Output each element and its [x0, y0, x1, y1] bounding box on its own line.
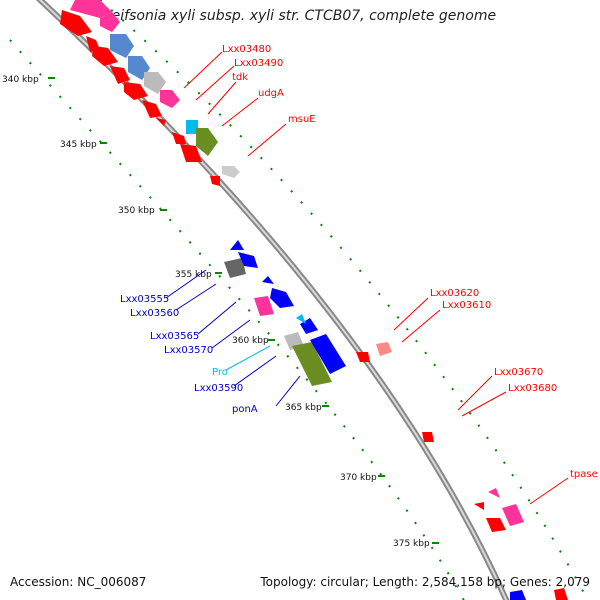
gene-feature: [172, 132, 186, 144]
gene-feature: [180, 144, 202, 162]
gene-label: Lxx03480: [222, 44, 271, 55]
gene-feature: [124, 82, 148, 100]
gene-feature: [486, 518, 506, 532]
accession-text: Accession: NC_006087: [10, 575, 147, 589]
gene-feature: [144, 72, 166, 94]
map-title: Leifsonia xyli subsp. xyli str. CTCB07, …: [103, 8, 497, 24]
gene-label: Lxx03610: [442, 300, 491, 311]
gene-label: Lxx03490: [234, 58, 283, 69]
gene-labels-red: Lxx03480 Lxx03490 tdk udgA msuE Lxx03620…: [222, 44, 598, 480]
gene-feature: [422, 432, 434, 442]
gene-labels-cyan: Pro: [212, 367, 228, 378]
gene-feature: [502, 504, 524, 526]
gene-feature: [488, 488, 500, 498]
gene-feature: [262, 276, 274, 284]
gene-feature: [254, 296, 274, 316]
gene-feature: [222, 166, 240, 178]
gene-feature: [296, 314, 306, 324]
leader-lines: [165, 51, 569, 505]
gene-feature: [156, 118, 166, 126]
gene-feature: [356, 352, 370, 362]
gene-label: msuE: [288, 114, 316, 125]
gene-label: Lxx03565: [150, 331, 199, 342]
gene-feature: [292, 342, 332, 386]
gene-feature: [554, 588, 568, 600]
gene-feature: [224, 258, 246, 278]
gene-feature: [270, 288, 294, 308]
gene-feature: [186, 120, 198, 134]
gene-feature: [70, 0, 112, 18]
gene-label: Lxx03620: [430, 288, 479, 299]
gene-features-inner: [60, 10, 568, 600]
gene-feature: [60, 10, 92, 36]
gene-label: ponA: [232, 404, 258, 415]
scale-label: 370 kbp: [340, 473, 377, 483]
gene-feature: [474, 502, 484, 510]
scale-label: 360 kbp: [232, 336, 269, 346]
gene-label: Lxx03570: [164, 345, 213, 356]
scale-label: 350 kbp: [118, 206, 155, 216]
gene-labels-blue: Lxx03555 Lxx03560 Lxx03565 Lxx03570 Lxx0…: [120, 294, 258, 415]
gene-feature: [310, 334, 346, 374]
gene-feature: [376, 342, 392, 356]
scale-label: 345 kbp: [60, 140, 97, 150]
scale-label: 340 kbp: [2, 75, 39, 85]
scale-label: 365 kbp: [285, 403, 322, 413]
gene-label: Lxx03680: [508, 383, 557, 394]
gene-label: Pro: [212, 367, 228, 378]
gene-feature: [142, 100, 162, 118]
gene-feature: [238, 252, 258, 268]
gc-track: [9, 0, 589, 600]
gene-feature: [230, 240, 244, 250]
scale-ticks: [48, 77, 439, 544]
gene-feature: [196, 128, 218, 156]
gene-label: tdk: [232, 72, 248, 83]
gene-label: Lxx03560: [130, 308, 179, 319]
topology-text: Topology: circular; Length: 2,584,158 bp…: [260, 575, 590, 589]
scale-labels: 340 kbp 345 kbp 350 kbp 355 kbp 360 kbp …: [2, 75, 430, 549]
gene-features-outer: [70, 0, 526, 600]
gene-feature: [510, 590, 526, 600]
gene-feature: [210, 176, 220, 186]
gene-label: tpase: [570, 469, 598, 480]
gene-label: Lxx03555: [120, 294, 169, 305]
gene-feature: [160, 90, 180, 108]
scale-label: 355 kbp: [175, 270, 212, 280]
gene-label: udgA: [258, 88, 284, 99]
gene-label: Lxx03590: [194, 383, 243, 394]
gene-feature: [92, 46, 118, 66]
scale-label: 375 kbp: [393, 539, 430, 549]
gene-feature: [110, 66, 130, 84]
gene-feature: [110, 34, 134, 58]
gene-label: Lxx03670: [494, 367, 543, 378]
gene-feature: [100, 12, 120, 32]
